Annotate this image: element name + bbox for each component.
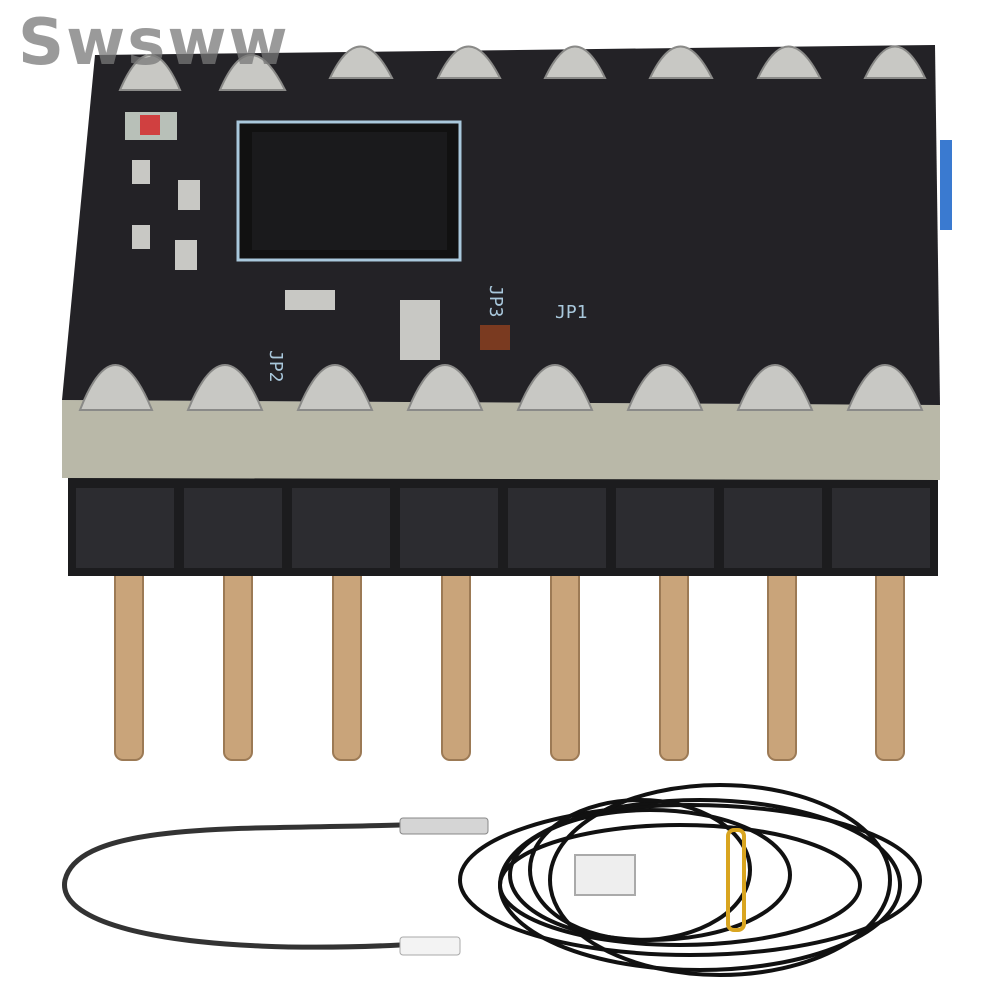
blue-component (940, 140, 952, 230)
header-pins (114, 559, 905, 761)
silkscreen-jp1: JP1 (555, 302, 588, 323)
solder-joints-bottom (78, 364, 924, 411)
pcb-edge (62, 400, 940, 480)
silkscreen-jp2: JP2 (265, 350, 286, 383)
silkscreen-jp3: JP3 (485, 285, 506, 318)
cable-coil (458, 783, 922, 977)
smd-components (132, 160, 510, 360)
pin-header (68, 478, 938, 576)
thermistor-probe (62, 817, 489, 956)
watermark: Swsww (18, 6, 290, 80)
pcb-board (62, 45, 940, 405)
solder-joints-top (118, 45, 927, 91)
